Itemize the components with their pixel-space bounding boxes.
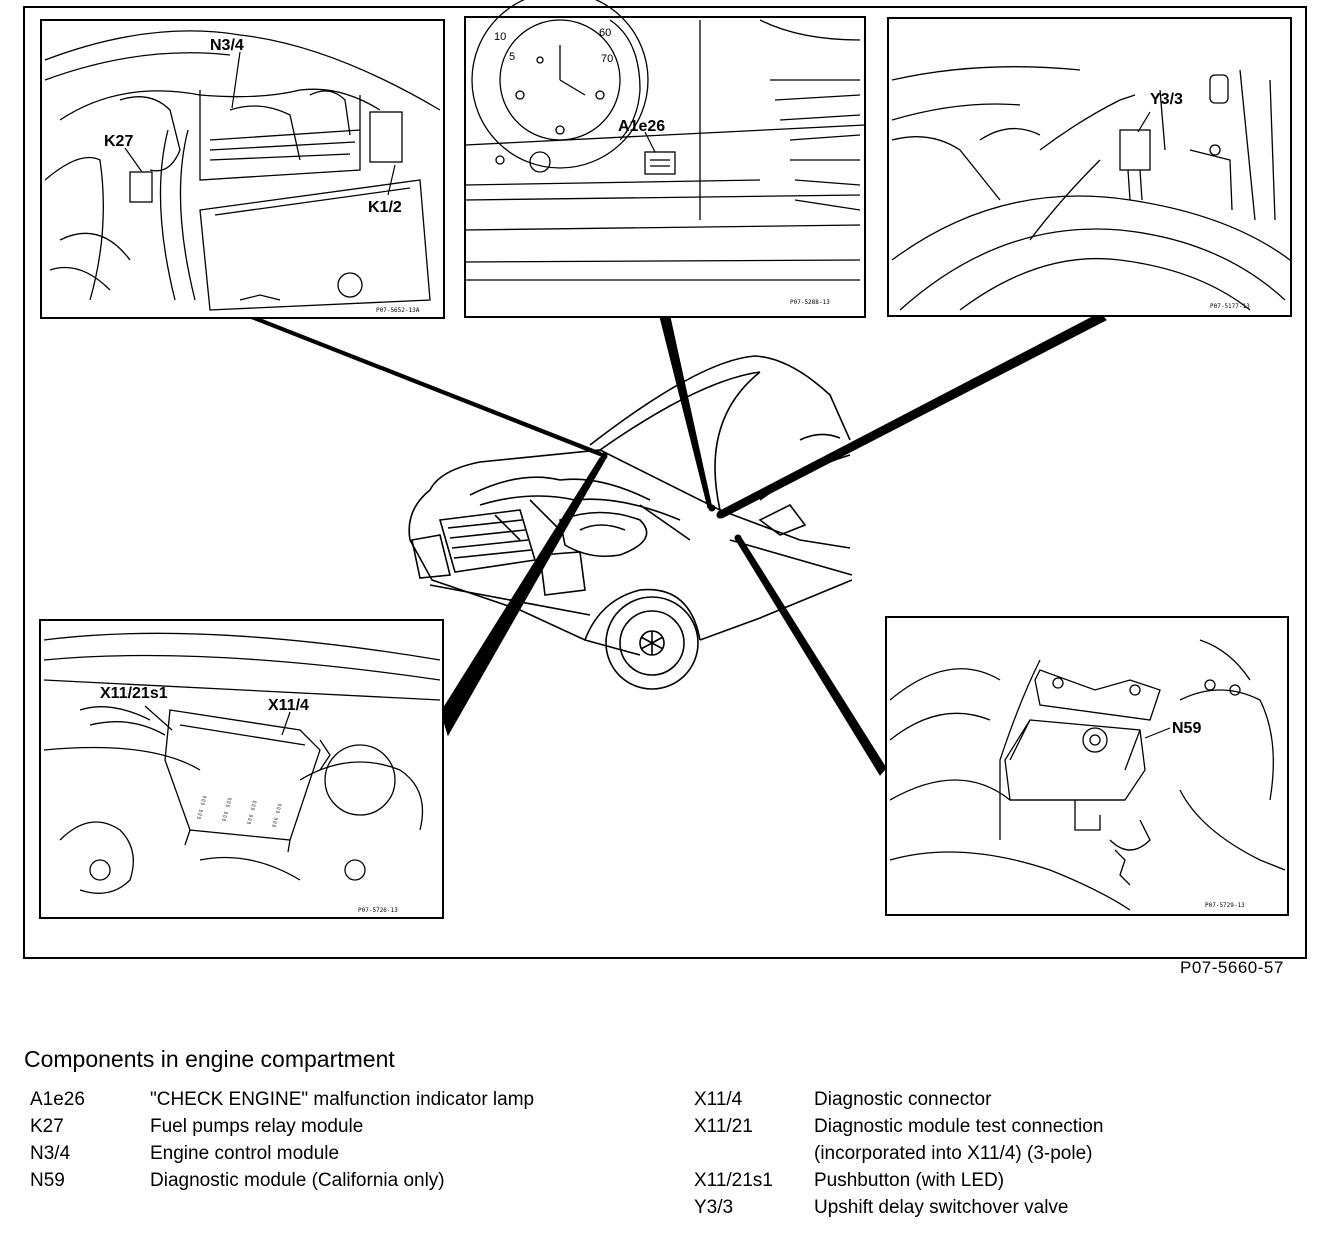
legend-item: Y3/3 Upshift delay switchover valve	[694, 1194, 1174, 1221]
inset-upshift-valve: Y3/3 P07-5177-13	[887, 17, 1292, 317]
legend-item: X11/4 Diagnostic connector	[694, 1086, 1174, 1113]
inset-code-bottom-left: P07-5726-13	[358, 907, 398, 914]
inset-engine-control-module: N3/4 K27 K1/2 P07-5652-13A	[40, 19, 445, 319]
inset-diagnostic-connector: ▯▯▯ ▯▯▯ ▯▯▯ ▯▯▯ ▯▯▯ ▯▯▯ ▯▯▯ ▯▯▯ X11/21s1…	[39, 619, 444, 919]
legend-code: X11/21	[694, 1116, 753, 1137]
gauge-number-1: 10	[494, 31, 506, 43]
legend-right-column: X11/4 Diagnostic connector X11/21 Diagno…	[694, 1086, 1174, 1221]
legend-item: X11/21 Diagnostic module test connection…	[694, 1113, 1174, 1167]
legend-description: Upshift delay switchover valve	[814, 1197, 1069, 1218]
legend-item: A1e26 "CHECK ENGINE" malfunction indicat…	[30, 1086, 534, 1113]
callout-n59: N59	[1172, 720, 1201, 737]
callout-k12: K1/2	[368, 199, 402, 216]
legend-description: Engine control module	[150, 1143, 340, 1164]
car-illustration	[408, 355, 853, 690]
legend-code: N3/4	[30, 1143, 71, 1164]
legend-description: Diagnostic module (California only)	[150, 1170, 445, 1191]
legend-description: Diagnostic connector	[814, 1089, 992, 1110]
legend-code: X11/4	[694, 1089, 743, 1110]
gauge-number-4: 70	[601, 53, 613, 65]
gauge-number-2: 5	[509, 51, 515, 63]
legend-description: "CHECK ENGINE" malfunction indicator lam…	[150, 1089, 535, 1110]
outer-frame	[23, 6, 1307, 959]
legend-item: X11/21s1 Pushbutton (with LED)	[694, 1167, 1174, 1194]
leader-lines	[237, 309, 1107, 776]
gauge-number-3: 60	[599, 27, 611, 39]
callout-x114: X11/4	[268, 697, 309, 714]
legend-code: X11/21s1	[694, 1170, 773, 1191]
legend-item: N59 Diagnostic module (California only)	[30, 1167, 534, 1194]
legend-description: Fuel pumps relay module	[150, 1116, 364, 1137]
legend-description: Diagnostic module test connection (incor…	[814, 1116, 1104, 1164]
callout-a1e26: A1e26	[618, 118, 665, 135]
legend-code: K27	[30, 1116, 64, 1137]
legend-title: Components in engine compartment	[24, 1046, 395, 1072]
inset-code-top-right: P07-5177-13	[1210, 303, 1250, 310]
callout-n34: N3/4	[210, 37, 244, 54]
callout-y33: Y3/3	[1150, 91, 1183, 108]
legend-code: N59	[30, 1170, 65, 1191]
inset-code-top-middle: P07-5288-13	[790, 299, 830, 306]
inset-diagnostic-module: N59 P07-5729-13	[885, 616, 1289, 916]
callout-k27: K27	[104, 133, 133, 150]
legend-description: Pushbutton (with LED)	[814, 1170, 1005, 1191]
legend-left-column: A1e26 "CHECK ENGINE" malfunction indicat…	[30, 1086, 534, 1194]
legend-item: N3/4 Engine control module	[30, 1140, 534, 1167]
figure-code: P07-5660-57	[1180, 958, 1284, 977]
inset-code-bottom-right: P07-5729-13	[1205, 902, 1245, 909]
inset-code-top-left: P07-5652-13A	[376, 307, 420, 314]
legend-code: Y3/3	[694, 1197, 734, 1218]
legend-code: A1e26	[30, 1089, 85, 1110]
engine-compartment-diagram: N3/4 K27 K1/2 P07-5652-13A	[23, 0, 1307, 959]
legend-item: K27 Fuel pumps relay module	[30, 1113, 534, 1140]
inset-instrument-cluster: 10 5 60 70 A1e26 P07-5288-13	[464, 0, 866, 318]
callout-x1121s1: X11/21s1	[100, 685, 168, 702]
